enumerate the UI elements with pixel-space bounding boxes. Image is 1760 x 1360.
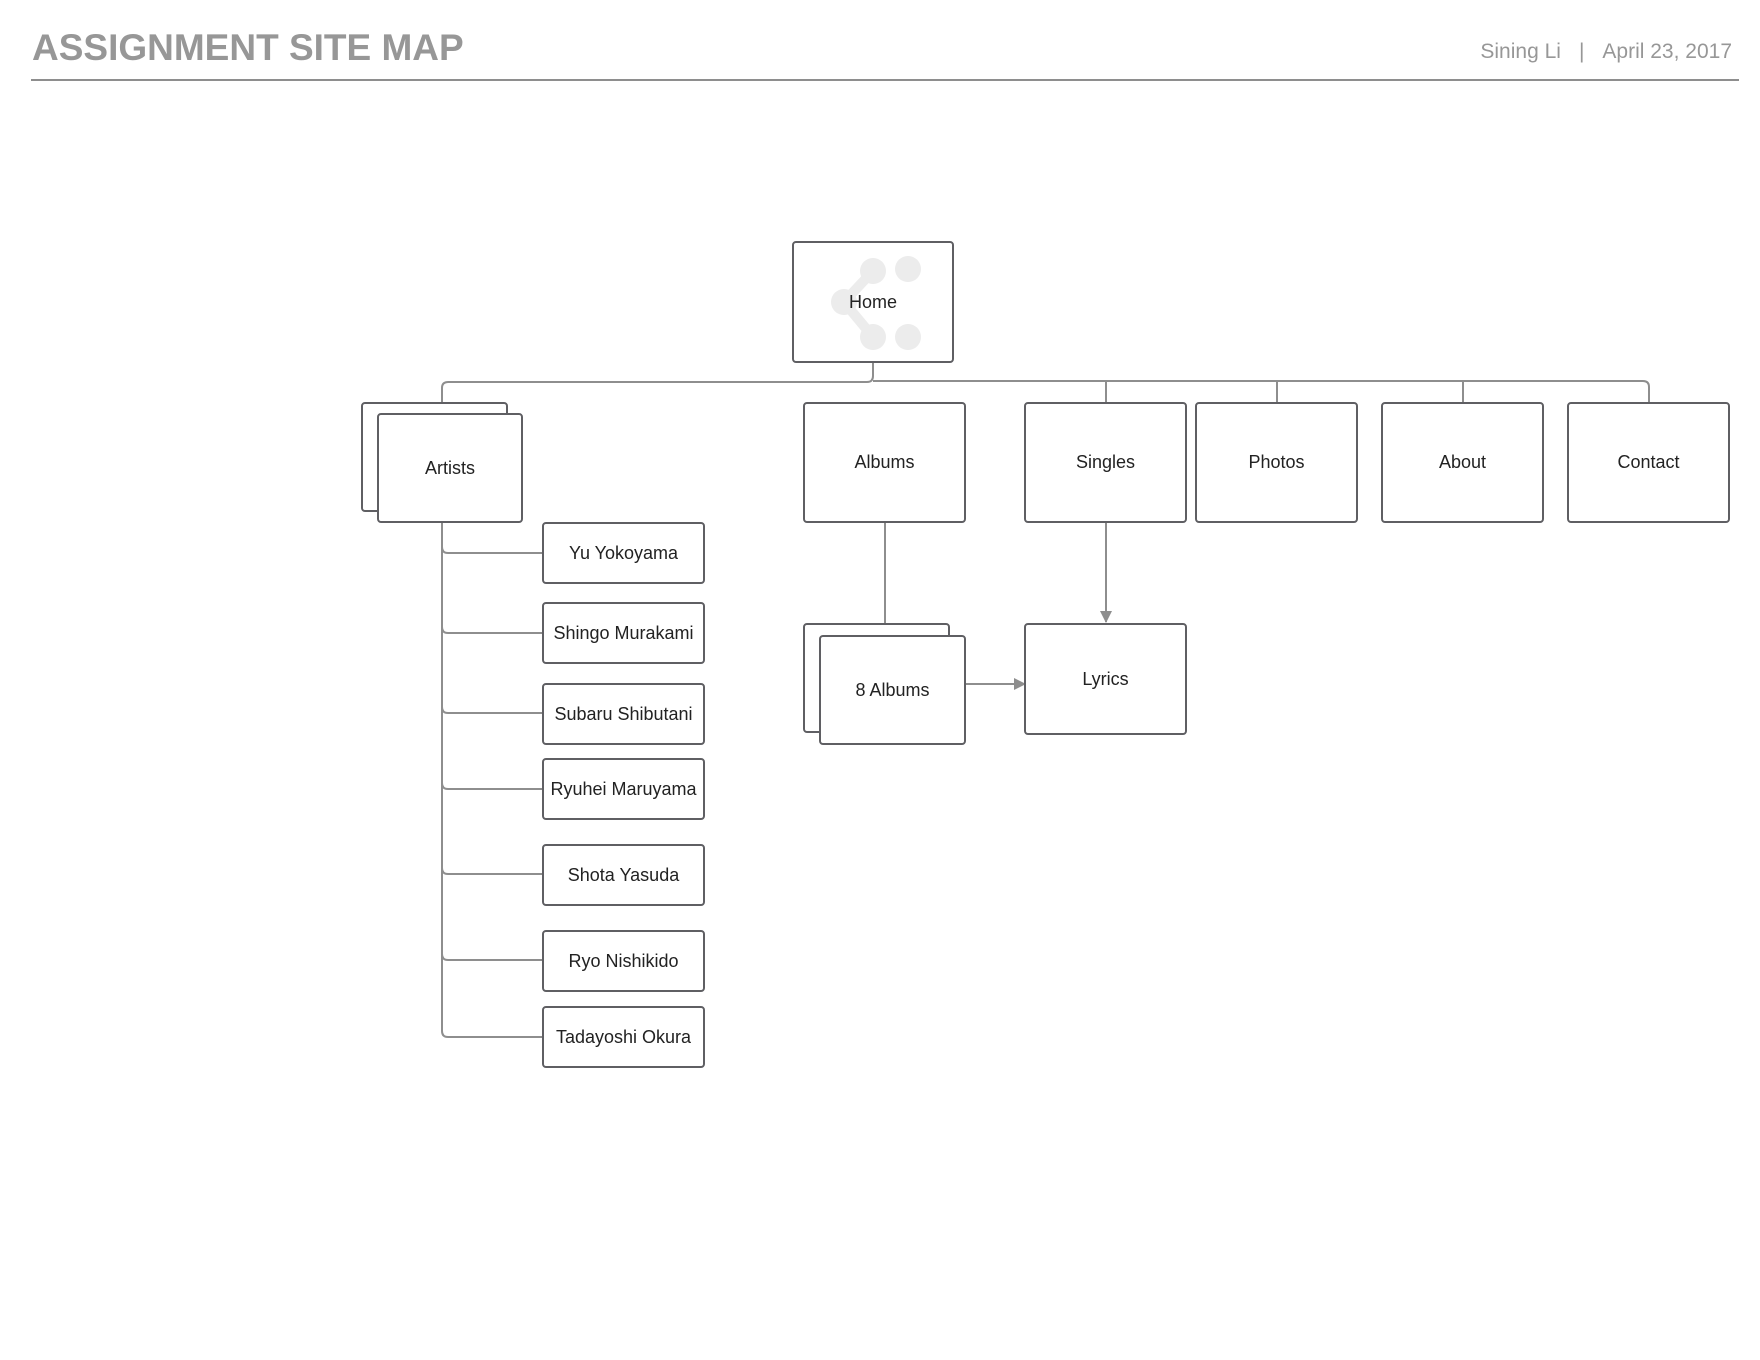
author-name: Sining Li	[1480, 40, 1561, 63]
node-lyrics-label: Lyrics	[1082, 668, 1129, 689]
artist-label: Subaru Shibutani	[554, 703, 693, 724]
node-about[interactable]: About	[1381, 402, 1544, 523]
node-artist-ryo-nishikido[interactable]: Ryo Nishikido	[542, 930, 705, 992]
header-meta: Sining Li | April 23, 2017	[1480, 40, 1732, 64]
connector-bus-right	[873, 380, 1650, 402]
node-artist-shingo-murakami[interactable]: Shingo Murakami	[542, 602, 705, 664]
connector-branch-5	[441, 867, 543, 875]
node-home[interactable]: Home	[792, 241, 954, 363]
artist-label: Shota Yasuda	[567, 864, 680, 885]
header-separator: |	[1578, 40, 1585, 63]
node-8-albums[interactable]: 8 Albums	[819, 635, 966, 745]
artist-label: Shingo Murakami	[553, 622, 694, 643]
connector-branch-4	[441, 782, 543, 790]
page-title: ASSIGNMENT SITE MAP	[32, 27, 464, 68]
node-contact[interactable]: Contact	[1567, 402, 1730, 523]
node-artists[interactable]: Artists	[377, 413, 523, 523]
node-artist-ryuhei-maruyama[interactable]: Ryuhei Maruyama	[542, 758, 705, 820]
header-divider	[31, 79, 1739, 81]
node-artist-shota-yasuda[interactable]: Shota Yasuda	[542, 844, 705, 906]
node-about-label: About	[1438, 452, 1487, 472]
connector-branch-2	[441, 626, 543, 634]
node-photos[interactable]: Photos	[1195, 402, 1358, 523]
artist-label: Tadayoshi Okura	[555, 1026, 692, 1047]
node-singles[interactable]: Singles	[1024, 402, 1187, 523]
connector-branch-1	[441, 546, 543, 554]
connector-artists-trunk	[441, 523, 543, 1038]
connector-branch-6	[441, 953, 543, 961]
artist-label: Ryuhei Maruyama	[550, 778, 697, 799]
node-artist-tadayoshi-okura[interactable]: Tadayoshi Okura	[542, 1006, 705, 1068]
artist-label: Yu Yokoyama	[568, 542, 679, 563]
connector-home-trunk	[441, 363, 874, 402]
node-home-label: Home	[848, 291, 897, 312]
header-date: April 23, 2017	[1602, 40, 1732, 63]
node-artists-label: Artists	[424, 457, 475, 478]
node-8-albums-label: 8 Albums	[855, 679, 930, 700]
node-lyrics[interactable]: Lyrics	[1024, 623, 1187, 735]
node-artist-subaru-shibutani[interactable]: Subaru Shibutani	[542, 683, 705, 745]
node-photos-label: Photos	[1248, 452, 1305, 472]
node-albums[interactable]: Albums	[803, 402, 966, 523]
connector-branch-3	[441, 706, 543, 714]
node-albums-label: Albums	[854, 452, 915, 472]
node-artist-yu-yokoyama[interactable]: Yu Yokoyama	[542, 522, 705, 584]
node-contact-label: Contact	[1617, 452, 1680, 472]
artist-label: Ryo Nishikido	[568, 950, 679, 971]
watermark-logo-icon	[831, 256, 921, 350]
node-singles-label: Singles	[1075, 452, 1136, 472]
